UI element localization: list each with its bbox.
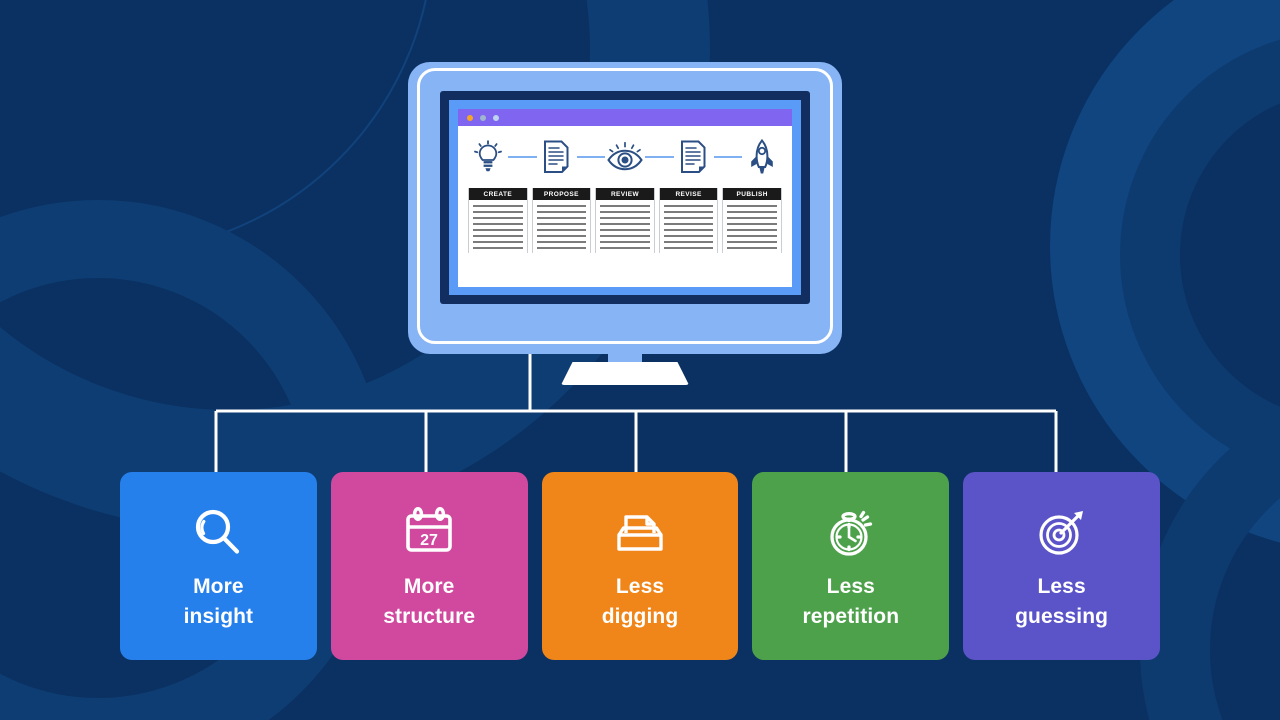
text-line <box>663 229 714 231</box>
stopwatch-icon <box>822 502 880 564</box>
workflow-column-lines <box>596 200 654 253</box>
background-ring-bottom-right <box>1140 380 1280 720</box>
text-line <box>727 223 777 225</box>
browser-titlebar <box>458 109 792 126</box>
eye-icon <box>605 135 645 179</box>
rocket-icon <box>742 135 782 179</box>
workflow-column: PUBLISH <box>722 188 782 253</box>
calendar-day-number: 27 <box>420 532 438 549</box>
background-ring-top-right <box>1050 0 1280 552</box>
text-line <box>600 229 650 231</box>
lightbulb-icon <box>468 135 508 179</box>
text-line <box>663 211 714 213</box>
window-dot-amber-icon[interactable] <box>467 114 473 121</box>
text-line <box>536 229 587 231</box>
text-line <box>600 235 650 237</box>
text-line <box>663 235 714 237</box>
text-line <box>473 217 523 219</box>
text-line <box>727 247 777 249</box>
text-line <box>663 223 714 225</box>
workflow-step-icons <box>458 126 792 188</box>
benefit-card-more-insight[interactable]: More insight <box>120 472 317 660</box>
text-line <box>600 205 650 207</box>
workflow-column-header: PROPOSE <box>532 188 591 200</box>
text-line <box>663 247 714 249</box>
background-ring-top-right-inner <box>1120 30 1280 480</box>
workflow-column-header: REVIEW <box>596 188 654 200</box>
workflow-column-lines <box>660 200 718 253</box>
target-dart-icon <box>1033 502 1091 564</box>
benefit-card-label: Less repetition <box>802 575 900 628</box>
text-line <box>727 241 777 243</box>
benefit-card-more-structure[interactable]: 27 More structure <box>330 472 528 660</box>
monitor-stand-base <box>561 362 689 385</box>
text-line <box>473 229 523 231</box>
text-line <box>536 211 587 213</box>
workflow-columns: CREATE <box>458 188 792 253</box>
text-line <box>536 241 587 243</box>
background-ring-top-left-thin <box>0 0 434 254</box>
workflow-column: REVISE <box>658 188 719 253</box>
workflow-column-header: PUBLISH <box>723 188 781 200</box>
text-line <box>663 217 714 219</box>
text-line <box>727 235 777 237</box>
workflow-connector-line <box>713 156 742 158</box>
benefit-card-less-digging[interactable]: Less digging <box>541 472 739 660</box>
text-line <box>600 241 650 243</box>
text-line <box>727 229 777 231</box>
monitor-bezel: CREATE <box>440 91 810 304</box>
text-line <box>663 205 714 207</box>
text-line <box>663 241 714 243</box>
workflow-column-header: REVISE <box>659 188 718 200</box>
text-line <box>473 241 523 243</box>
document-icon <box>674 135 714 179</box>
text-line <box>536 217 587 219</box>
workflow-column: CREATE <box>468 188 528 253</box>
browser-window: CREATE <box>458 109 792 287</box>
text-line <box>473 247 523 249</box>
text-line <box>727 217 777 219</box>
workflow-connector-line <box>645 156 674 158</box>
workflow-column-lines <box>723 200 781 253</box>
text-line <box>600 247 650 249</box>
text-line <box>473 205 523 207</box>
text-line <box>727 205 777 207</box>
benefit-card-less-repetition[interactable]: Less repetition <box>752 472 950 660</box>
text-line <box>473 211 523 213</box>
desktop-monitor: CREATE <box>408 62 842 354</box>
workflow-column-header: CREATE <box>469 188 527 200</box>
magnifier-icon <box>189 502 247 564</box>
monitor-screen: CREATE <box>449 100 801 295</box>
workflow-connector-line <box>576 156 605 158</box>
text-line <box>600 217 650 219</box>
text-line <box>536 247 587 249</box>
benefit-card-label: More structure <box>383 575 476 628</box>
workflow-column: PROPOSE <box>531 188 592 253</box>
file-tray-icon <box>611 502 669 564</box>
workflow-column: REVIEW <box>595 188 655 253</box>
text-line <box>727 211 777 213</box>
text-line <box>536 235 587 237</box>
text-line <box>473 223 523 225</box>
text-line <box>536 205 587 207</box>
text-line <box>473 235 523 237</box>
benefit-card-less-guessing[interactable]: Less guessing <box>963 472 1160 660</box>
window-dot-blue-icon[interactable] <box>493 114 499 121</box>
workflow-connector-line <box>508 156 537 158</box>
benefit-card-row: More insight 27 More structure <box>120 472 1160 660</box>
document-icon <box>537 135 577 179</box>
text-line <box>536 223 587 225</box>
monitor-outline <box>417 68 833 344</box>
calendar-icon: 27 <box>400 502 458 564</box>
text-line <box>600 223 650 225</box>
benefit-card-label: Less digging <box>601 575 679 628</box>
workflow-column-lines <box>533 200 591 253</box>
benefit-card-label: Less guessing <box>1015 575 1109 628</box>
benefit-card-label: More insight <box>183 575 254 628</box>
text-line <box>600 211 650 213</box>
window-dot-gray-icon[interactable] <box>480 114 486 121</box>
workflow-column-lines <box>469 200 527 253</box>
